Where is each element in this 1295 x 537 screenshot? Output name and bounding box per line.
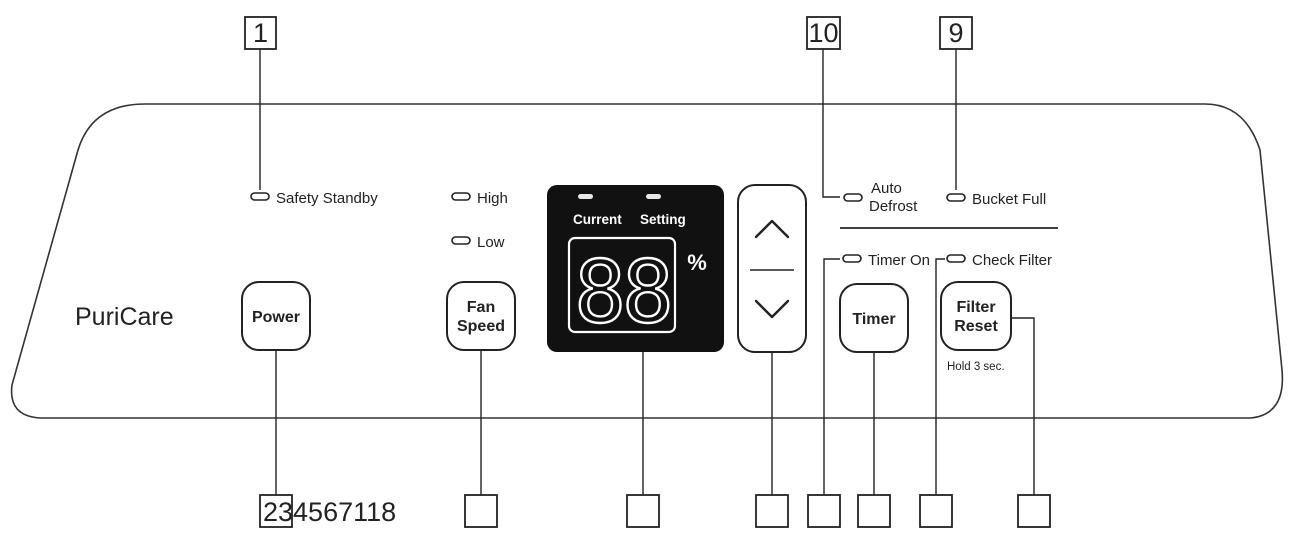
- up-down-buttons[interactable]: [737, 184, 807, 353]
- fan-speed-button-label-line1: Fan: [467, 299, 495, 316]
- timer-on-label: Timer On: [868, 252, 930, 269]
- safety-standby-label: Safety Standby: [276, 190, 378, 207]
- setting-label: Setting: [640, 212, 686, 227]
- callout-1: 1: [244, 16, 277, 50]
- down-chevron-icon[interactable]: [754, 299, 790, 319]
- power-button[interactable]: [241, 281, 311, 351]
- panel-outline: [10, 103, 1284, 419]
- callout-9: 9: [939, 16, 973, 50]
- high-label: High: [477, 190, 508, 207]
- timer-button-label: Timer: [852, 311, 895, 328]
- display-digits: 88: [574, 243, 670, 343]
- filter-reset-label-line2: Reset: [954, 318, 998, 335]
- setting-led: [646, 194, 661, 199]
- svg-text:9: 9: [948, 18, 963, 48]
- fan-speed-button-label-line2: Speed: [457, 318, 505, 335]
- fan-speed-button[interactable]: [446, 281, 516, 351]
- callout-10: 10: [806, 16, 841, 50]
- check-filter-label: Check Filter: [972, 252, 1052, 269]
- auto-defrost-label-line1: Auto: [871, 180, 902, 197]
- bucket-full-led: [946, 193, 966, 202]
- high-led: [451, 192, 471, 201]
- current-label: Current: [573, 212, 622, 227]
- filter-reset-label-line1: Filter: [956, 299, 995, 316]
- current-led: [578, 194, 593, 199]
- timer-button[interactable]: [839, 283, 909, 353]
- timer-on-led: [842, 254, 862, 263]
- bottom-callout-text: 234567118: [263, 497, 396, 527]
- svg-text:1: 1: [253, 18, 268, 48]
- auto-defrost-led: [843, 193, 863, 202]
- bottom-leader-lines: [275, 258, 1035, 495]
- humidity-display: Current Setting 88 %: [547, 185, 724, 352]
- filter-reset-button[interactable]: [940, 281, 1012, 351]
- hold-note: Hold 3 sec.: [947, 361, 1005, 373]
- power-button-label: Power: [252, 309, 300, 326]
- top-leader-lines: [259, 49, 957, 198]
- up-chevron-icon[interactable]: [754, 219, 790, 239]
- low-label: Low: [477, 234, 505, 251]
- auto-defrost-label-line2: Defrost: [869, 198, 918, 215]
- safety-standby-led: [250, 192, 270, 201]
- low-led: [451, 236, 471, 245]
- check-filter-led: [946, 254, 966, 263]
- digit-frame: [567, 236, 677, 334]
- bucket-full-label: Bucket Full: [972, 191, 1046, 208]
- brand-logo: PuriCare: [75, 303, 174, 331]
- display-unit: %: [687, 250, 707, 275]
- svg-text:10: 10: [808, 18, 838, 48]
